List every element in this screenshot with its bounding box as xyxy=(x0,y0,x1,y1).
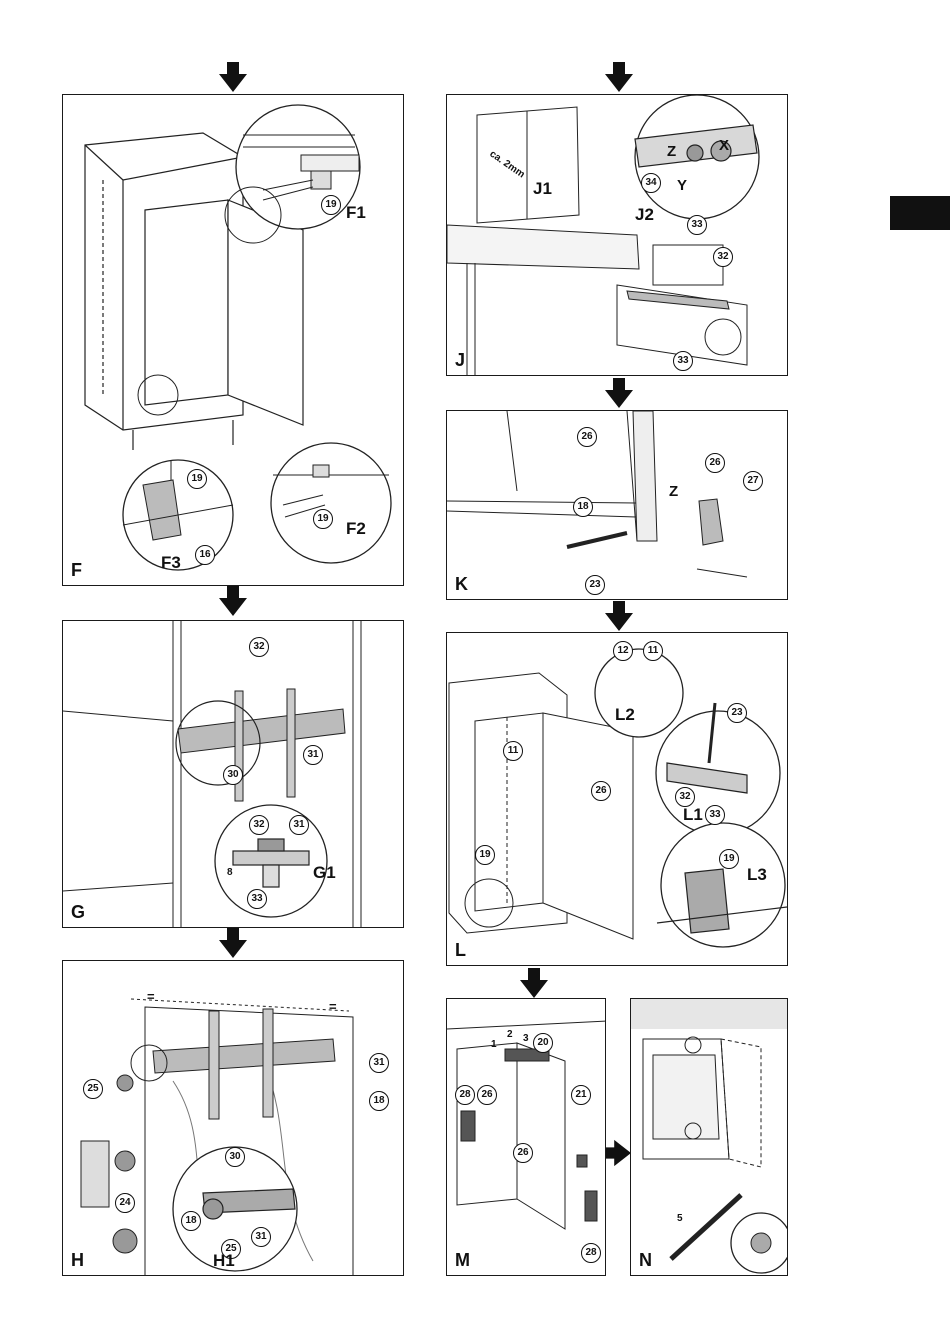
sub-label-l2: L2 xyxy=(615,705,635,725)
part-callout: 19 xyxy=(475,845,495,865)
sub-label-j1: J1 xyxy=(533,179,552,199)
panel-j: J1 J2 ca. 2mm X Y Z 34 33 32 33 J xyxy=(446,94,788,376)
sub-label-g1: G1 xyxy=(313,863,336,883)
part-callout: 33 xyxy=(687,215,707,235)
panel-label: H xyxy=(71,1250,84,1271)
cabinet-door-hinge-illustration xyxy=(63,95,404,586)
panel-label: K xyxy=(455,574,468,595)
step-number: 2 xyxy=(507,1029,513,1040)
part-callout: 31 xyxy=(289,815,309,835)
part-callout: 33 xyxy=(705,805,725,825)
part-callout: 26 xyxy=(577,427,597,447)
panel-g: 32 31 30 32 31 33 8 G1 G xyxy=(62,620,404,928)
part-callout: 31 xyxy=(303,745,323,765)
panel-label: L xyxy=(455,940,466,961)
flow-arrow-down-icon xyxy=(219,62,247,92)
part-callout: 24 xyxy=(115,1193,135,1213)
step-number: 3 xyxy=(523,1033,529,1044)
part-callout: 16 xyxy=(195,545,215,565)
part-callout: 25 xyxy=(83,1079,103,1099)
part-callout: 26 xyxy=(705,453,725,473)
sub-label-f2: F2 xyxy=(346,519,366,539)
panel-m: 1 2 3 20 28 26 21 26 28 M xyxy=(446,998,606,1276)
axis-z-label: Z xyxy=(667,143,676,160)
part-callout: 32 xyxy=(249,637,269,657)
part-callout: 31 xyxy=(369,1053,389,1073)
equal-mark: = xyxy=(329,999,337,1014)
part-callout: 33 xyxy=(247,889,267,909)
panel-label: F xyxy=(71,560,82,581)
flow-arrow-down-icon xyxy=(520,968,548,998)
part-callout: 27 xyxy=(743,471,763,491)
axis-z-label: Z xyxy=(669,483,678,500)
sub-label-l3: L3 xyxy=(747,865,767,885)
sub-label-f3: F3 xyxy=(161,553,181,573)
panel-n: 5 N xyxy=(630,998,788,1276)
sub-label-h1: H1 xyxy=(213,1251,235,1271)
part-callout: 28 xyxy=(581,1243,601,1263)
part-callout: 23 xyxy=(585,575,605,595)
part-callout: 30 xyxy=(223,765,243,785)
flow-arrow-down-icon xyxy=(219,928,247,958)
section-tab-marker xyxy=(890,196,950,230)
sub-label-l1: L1 xyxy=(683,805,703,825)
part-callout: 33 xyxy=(673,351,693,371)
part-callout: 11 xyxy=(643,641,663,661)
part-callout: 18 xyxy=(181,1211,201,1231)
panel-f: F1 F2 F3 19 19 19 16 F xyxy=(62,94,404,586)
part-callout: 19 xyxy=(719,849,739,869)
flow-arrow-down-icon xyxy=(605,378,633,408)
part-callout: 28 xyxy=(455,1085,475,1105)
flow-arrow-right-icon xyxy=(603,1138,631,1168)
equal-mark: = xyxy=(147,989,155,1004)
part-callout: 19 xyxy=(313,509,333,529)
part-callout: 21 xyxy=(571,1085,591,1105)
part-callout: 19 xyxy=(187,469,207,489)
door-alignment-illustration xyxy=(447,95,788,376)
axis-x-label: X xyxy=(719,137,729,154)
sub-label-f1: F1 xyxy=(346,203,366,223)
door-hinge-fixing-illustration xyxy=(447,411,788,600)
part-callout: 19 xyxy=(321,195,341,215)
part-callout: 26 xyxy=(591,781,611,801)
panel-h: = = 31 25 18 24 30 18 25 31 H1 H xyxy=(62,960,404,1276)
panel-label: M xyxy=(455,1250,470,1271)
door-adjustment-illustration xyxy=(447,633,788,966)
part-callout: 18 xyxy=(573,497,593,517)
part-callout: 23 xyxy=(727,703,747,723)
sub-label-j2: J2 xyxy=(635,205,654,225)
dimension-label: 8 xyxy=(227,867,233,878)
part-callout: 31 xyxy=(251,1227,271,1247)
flow-arrow-down-icon xyxy=(605,62,633,92)
door-panel-bracket-illustration xyxy=(63,961,404,1276)
panel-k: Z 26 26 27 18 23 K xyxy=(446,410,788,600)
part-callout: 20 xyxy=(533,1033,553,1053)
part-callout: 30 xyxy=(225,1147,245,1167)
part-callout: 34 xyxy=(641,173,661,193)
flow-arrow-down-icon xyxy=(605,601,633,631)
part-callout: 12 xyxy=(613,641,633,661)
door-spring-adjust-illustration xyxy=(631,999,788,1276)
part-callout: 11 xyxy=(503,741,523,761)
part-callout: 26 xyxy=(513,1143,533,1163)
step-number: 5 xyxy=(677,1213,683,1224)
part-callout: 32 xyxy=(675,787,695,807)
flow-arrow-down-icon xyxy=(219,586,247,616)
panel-label: G xyxy=(71,902,85,923)
panel-l: 12 11 23 11 26 32 33 19 19 L2 L1 L3 L xyxy=(446,632,788,966)
part-callout: 26 xyxy=(477,1085,497,1105)
axis-y-label: Y xyxy=(677,177,687,194)
part-callout: 18 xyxy=(369,1091,389,1111)
panel-label: N xyxy=(639,1250,652,1271)
step-number: 1 xyxy=(491,1039,497,1050)
part-callout: 32 xyxy=(249,815,269,835)
part-callout: 32 xyxy=(713,247,733,267)
panel-label: J xyxy=(455,350,465,371)
